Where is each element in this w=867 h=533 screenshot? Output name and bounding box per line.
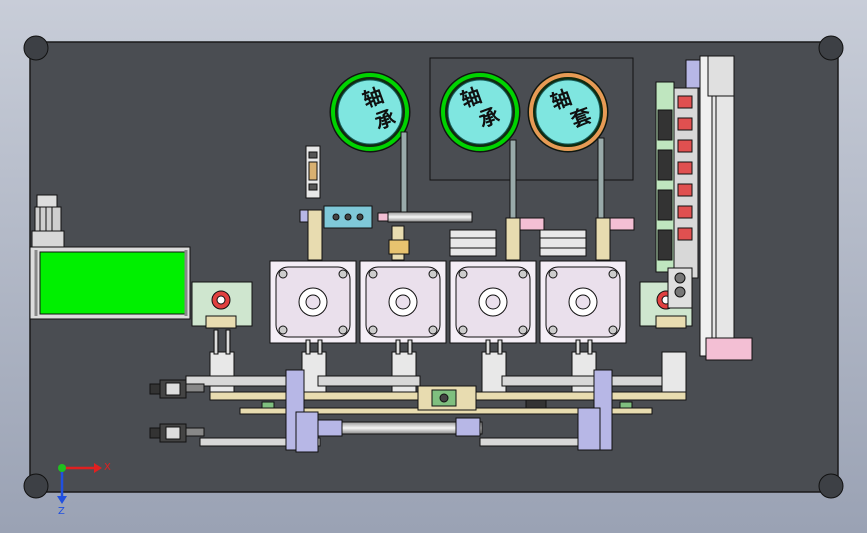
bottom-cylinder <box>317 417 483 437</box>
left-clamp-unit <box>191 281 253 329</box>
axis-triad: X Z <box>57 462 111 517</box>
transfer-rails <box>185 369 687 453</box>
right-feed-column <box>655 55 753 361</box>
corner-bolt <box>818 473 844 499</box>
x-axis-arrowhead <box>94 463 102 473</box>
bowl-feeder-3: 轴 套 <box>527 71 609 153</box>
x-axis-label: X <box>104 462 111 473</box>
corner-bolt <box>23 473 49 499</box>
z-axis-arrowhead <box>57 496 67 504</box>
corner-bolt <box>818 35 844 61</box>
bowl-group-frame <box>429 57 634 181</box>
z-axis-label: Z <box>58 506 65 517</box>
left-actuators <box>149 379 205 443</box>
press-station-4 <box>539 260 627 344</box>
green-hopper <box>39 251 186 315</box>
left-feeder-assembly <box>29 194 191 320</box>
pressure-gauge <box>305 145 321 199</box>
press-station-2 <box>359 260 447 344</box>
corner-bolt <box>23 35 49 61</box>
axis-origin <box>58 464 66 472</box>
press-station-1 <box>269 260 357 344</box>
press-station-3 <box>449 260 537 344</box>
bowl-feeder-1: 轴 承 <box>329 71 411 153</box>
top-slides <box>299 205 635 261</box>
bowl-feeder-2: 轴 承 <box>439 71 521 153</box>
